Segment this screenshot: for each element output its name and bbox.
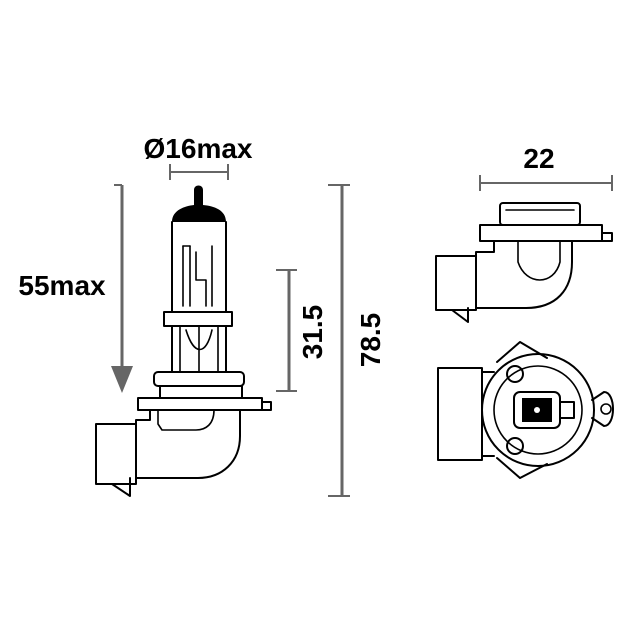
glass-capsule <box>171 221 227 313</box>
center-contact <box>513 391 575 429</box>
height-max-dimension-arrow <box>111 184 133 393</box>
base-height-dimension-line <box>276 269 297 392</box>
bulb-side-view-small <box>435 202 613 323</box>
bulb-base-collar <box>137 371 272 411</box>
glass-tip <box>172 185 226 222</box>
bulb-front-view <box>437 341 614 479</box>
width-label: 22 <box>523 143 554 174</box>
total-length-dimension-line <box>328 184 350 497</box>
bulb-neck <box>163 311 233 373</box>
width-dimension-line <box>479 175 613 191</box>
height-max-label: 55max <box>18 270 106 301</box>
diameter-dimension-line <box>169 164 229 180</box>
bulb-side-view <box>95 185 272 497</box>
bulb-connector <box>95 409 241 497</box>
total-length-label: 78.5 <box>355 313 386 368</box>
base-height-label: 31.5 <box>297 305 328 360</box>
diameter-label: Ø16max <box>144 133 253 164</box>
dimension-lines <box>111 164 613 497</box>
